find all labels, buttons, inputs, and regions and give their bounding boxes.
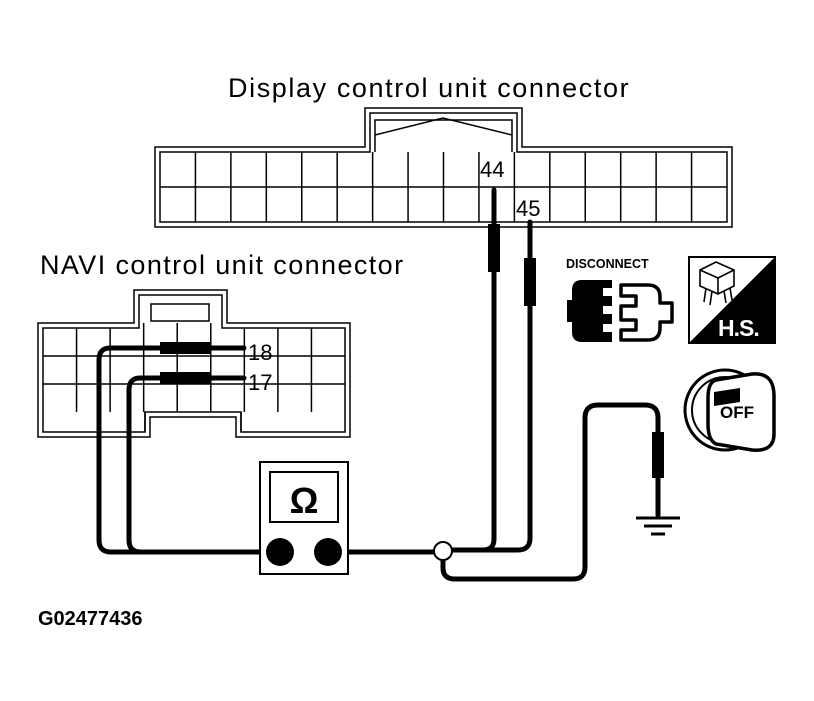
ohmmeter: Ω [259, 461, 349, 575]
pin-17-label: 17 [248, 370, 272, 395]
disconnect-caption: DISCONNECT [566, 257, 649, 271]
figure-id: G02477436 [38, 608, 143, 630]
pin-45-label: 45 [516, 196, 540, 221]
meter-terminal-right [314, 538, 342, 566]
navi-connector-label: NAVI control unit connector [40, 250, 404, 280]
ground-icon [636, 516, 680, 536]
pin-18-label: 18 [248, 340, 272, 365]
probe-pin-45 [524, 258, 536, 306]
lead-pin-45 [449, 219, 533, 553]
display-connector-label: Display control unit connector [228, 73, 630, 103]
probe-tips [160, 224, 664, 478]
probe-pin-44 [488, 224, 500, 272]
ignition-off-icon: OFF [683, 368, 776, 452]
probe-ground [652, 432, 664, 478]
harness-side-icon: H.S. [688, 256, 776, 344]
ohm-icon: Ω [290, 480, 319, 521]
disconnect-icon: DISCONNECT [566, 257, 674, 342]
lead-pin-44 [449, 187, 497, 553]
lead-ground [440, 402, 661, 582]
lead-pin-18 [96, 345, 268, 555]
lead-pin-17 [126, 375, 247, 555]
junction-node [433, 541, 453, 561]
ignition-caption: OFF [720, 403, 754, 422]
test-leads [96, 187, 661, 582]
pin-44-label: 44 [480, 157, 504, 182]
display-connector [154, 107, 733, 228]
navi-connector [37, 289, 351, 438]
probe-pin-17 [160, 372, 210, 384]
probe-pin-18 [160, 342, 210, 354]
meter-terminal-left [266, 538, 294, 566]
hs-caption: H.S. [718, 315, 759, 341]
